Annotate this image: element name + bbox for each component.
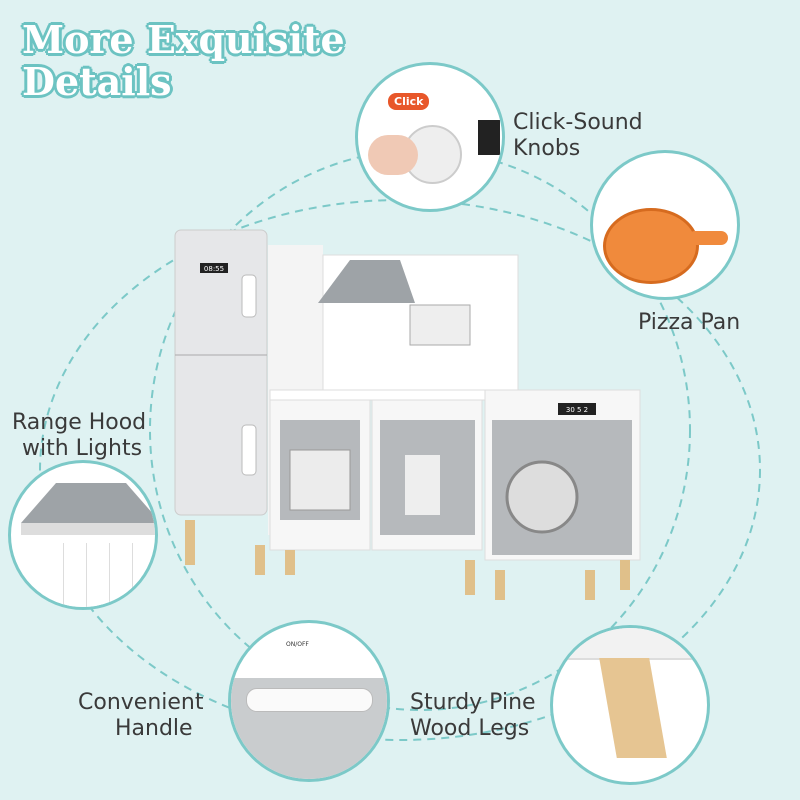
washer-display: 30 5 2 [566, 406, 588, 414]
feature-label-range-hood-1: Range Hood [12, 410, 147, 435]
play-kitchen-image: 08:55 30 5 2 [174, 229, 641, 600]
pizza-pan-image [590, 150, 740, 300]
feature-label-pizza-pan: Pizza Pan [638, 310, 741, 335]
feature-label-legs-1: Sturdy Pine [410, 690, 536, 715]
feature-label-knobs-1: Click-Sound [513, 110, 643, 135]
page-title-line1: More Exquisite [22, 17, 345, 62]
click-badge: Click [388, 93, 430, 110]
feature-label-handle-2: Handle [115, 716, 193, 741]
handle-image: ON/OFF [228, 620, 390, 782]
feature-label-range-hood-2: with Lights [22, 436, 143, 461]
page-title-line2: Details [22, 59, 172, 104]
wood-legs-image [550, 625, 710, 785]
feature-label-handle-1: Convenient [78, 690, 204, 715]
feature-label-knobs-2: Knobs [513, 136, 581, 161]
fridge-clock: 08:55 [204, 265, 224, 273]
range-hood-image [8, 460, 158, 610]
knob-detail-image: Click [355, 62, 505, 212]
on-off-text: ON/OFF [286, 641, 309, 648]
feature-label-legs-2: Wood Legs [410, 716, 530, 741]
